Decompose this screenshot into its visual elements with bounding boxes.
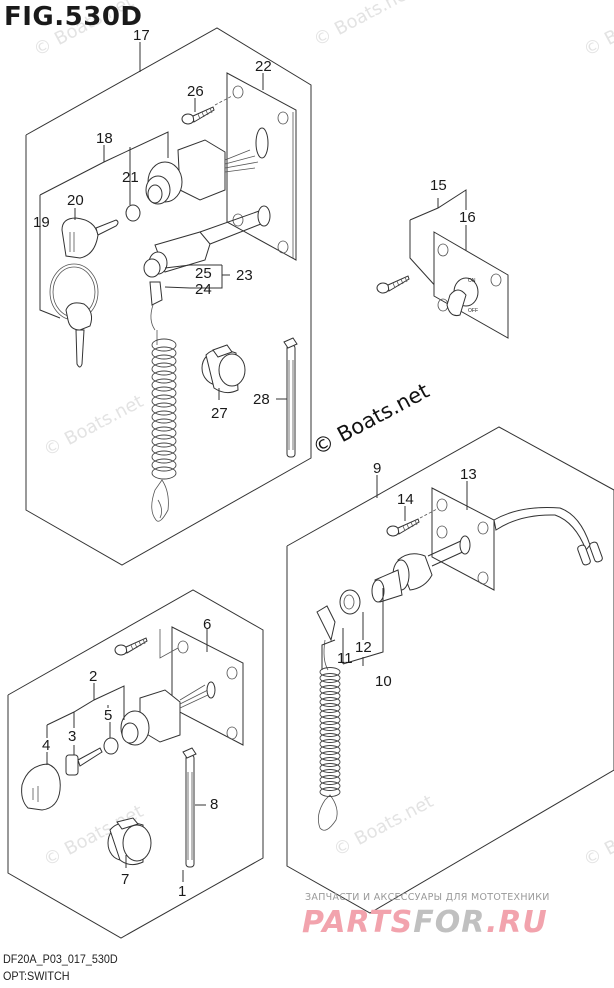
callout-8[interactable]: 8: [210, 796, 218, 813]
callout-16[interactable]: 16: [459, 209, 476, 226]
callout-1[interactable]: 1: [178, 883, 186, 900]
callout-20[interactable]: 20: [67, 192, 84, 209]
figure-description: OPT:SWITCH: [3, 969, 70, 983]
cable-tie-28: [283, 337, 298, 458]
callout-28[interactable]: 28: [253, 391, 270, 408]
promo-logo-part2: FOR: [413, 905, 486, 940]
kit-1-boundary: [7, 589, 264, 939]
key-ring-19: [49, 263, 99, 368]
stop-switch-kit-9: [316, 487, 603, 831]
kit-9-boundary: [286, 426, 614, 914]
coil-lanyard-kit-17: [151, 338, 177, 480]
callout-9[interactable]: 9: [373, 460, 381, 477]
callout-27[interactable]: 27: [211, 405, 228, 422]
callout-23[interactable]: 23: [236, 267, 253, 284]
leaders-kit-9: [321, 475, 468, 670]
promo-logo: PARTSFOR.RU: [302, 905, 548, 940]
callout-10[interactable]: 10: [375, 673, 392, 690]
callout-18[interactable]: 18: [96, 130, 113, 147]
callout-24[interactable]: 24: [195, 281, 212, 298]
promo-subtitle: ЗАПЧАСТИ И АКСЕССУАРЫ ДЛЯ МОТОТЕХНИКИ: [305, 892, 550, 903]
callout-14[interactable]: 14: [397, 491, 414, 508]
coil-lanyard-kit-9: [319, 667, 341, 797]
switch-off-label: OFF: [468, 308, 478, 314]
callout-21[interactable]: 21: [122, 169, 139, 186]
leaders-kit-17: [39, 42, 287, 400]
switch-kit-1: [21, 626, 244, 868]
switch-on-label: ON: [468, 278, 476, 284]
cap-27: [201, 344, 246, 394]
callout-19[interactable]: 19: [33, 214, 50, 231]
coiled-lanyards: [151, 338, 341, 797]
callout-4[interactable]: 4: [42, 737, 50, 754]
screw-26: [181, 95, 233, 125]
leaders-kit-1: [46, 628, 208, 882]
lanyard-24: [149, 281, 169, 522]
callout-3[interactable]: 3: [68, 728, 76, 745]
figure-title: FIG.530D: [4, 2, 143, 32]
callout-5[interactable]: 5: [104, 707, 112, 724]
promo-logo-part3: .RU: [485, 905, 548, 940]
callout-2[interactable]: 2: [89, 668, 97, 685]
stop-switch-23: [143, 205, 271, 278]
promo-logo-part1: PARTS: [302, 905, 414, 940]
callout-11[interactable]: 11: [337, 650, 353, 667]
callout-26[interactable]: 26: [187, 83, 204, 100]
switch-kit-15: ON OFF: [376, 189, 509, 339]
callout-15[interactable]: 15: [430, 177, 447, 194]
callout-25[interactable]: 25: [195, 265, 212, 282]
callout-6[interactable]: 6: [203, 616, 211, 633]
cap-21: [125, 204, 141, 222]
callout-22[interactable]: 22: [255, 58, 272, 75]
mounting-plate-22: [226, 72, 297, 261]
figure-code: DF20A_P03_017_530D: [3, 952, 118, 966]
main-switch-18: [145, 127, 269, 205]
callout-7[interactable]: 7: [121, 871, 129, 888]
key-20: [61, 217, 119, 259]
callout-13[interactable]: 13: [460, 466, 477, 483]
callout-12[interactable]: 12: [355, 639, 372, 656]
kit-17-boundary: [25, 27, 312, 566]
callout-17[interactable]: 17: [133, 27, 150, 44]
callout-labels: 17 22 26 18 21 20 19 25 23 24 27 28 15 1…: [33, 27, 477, 900]
